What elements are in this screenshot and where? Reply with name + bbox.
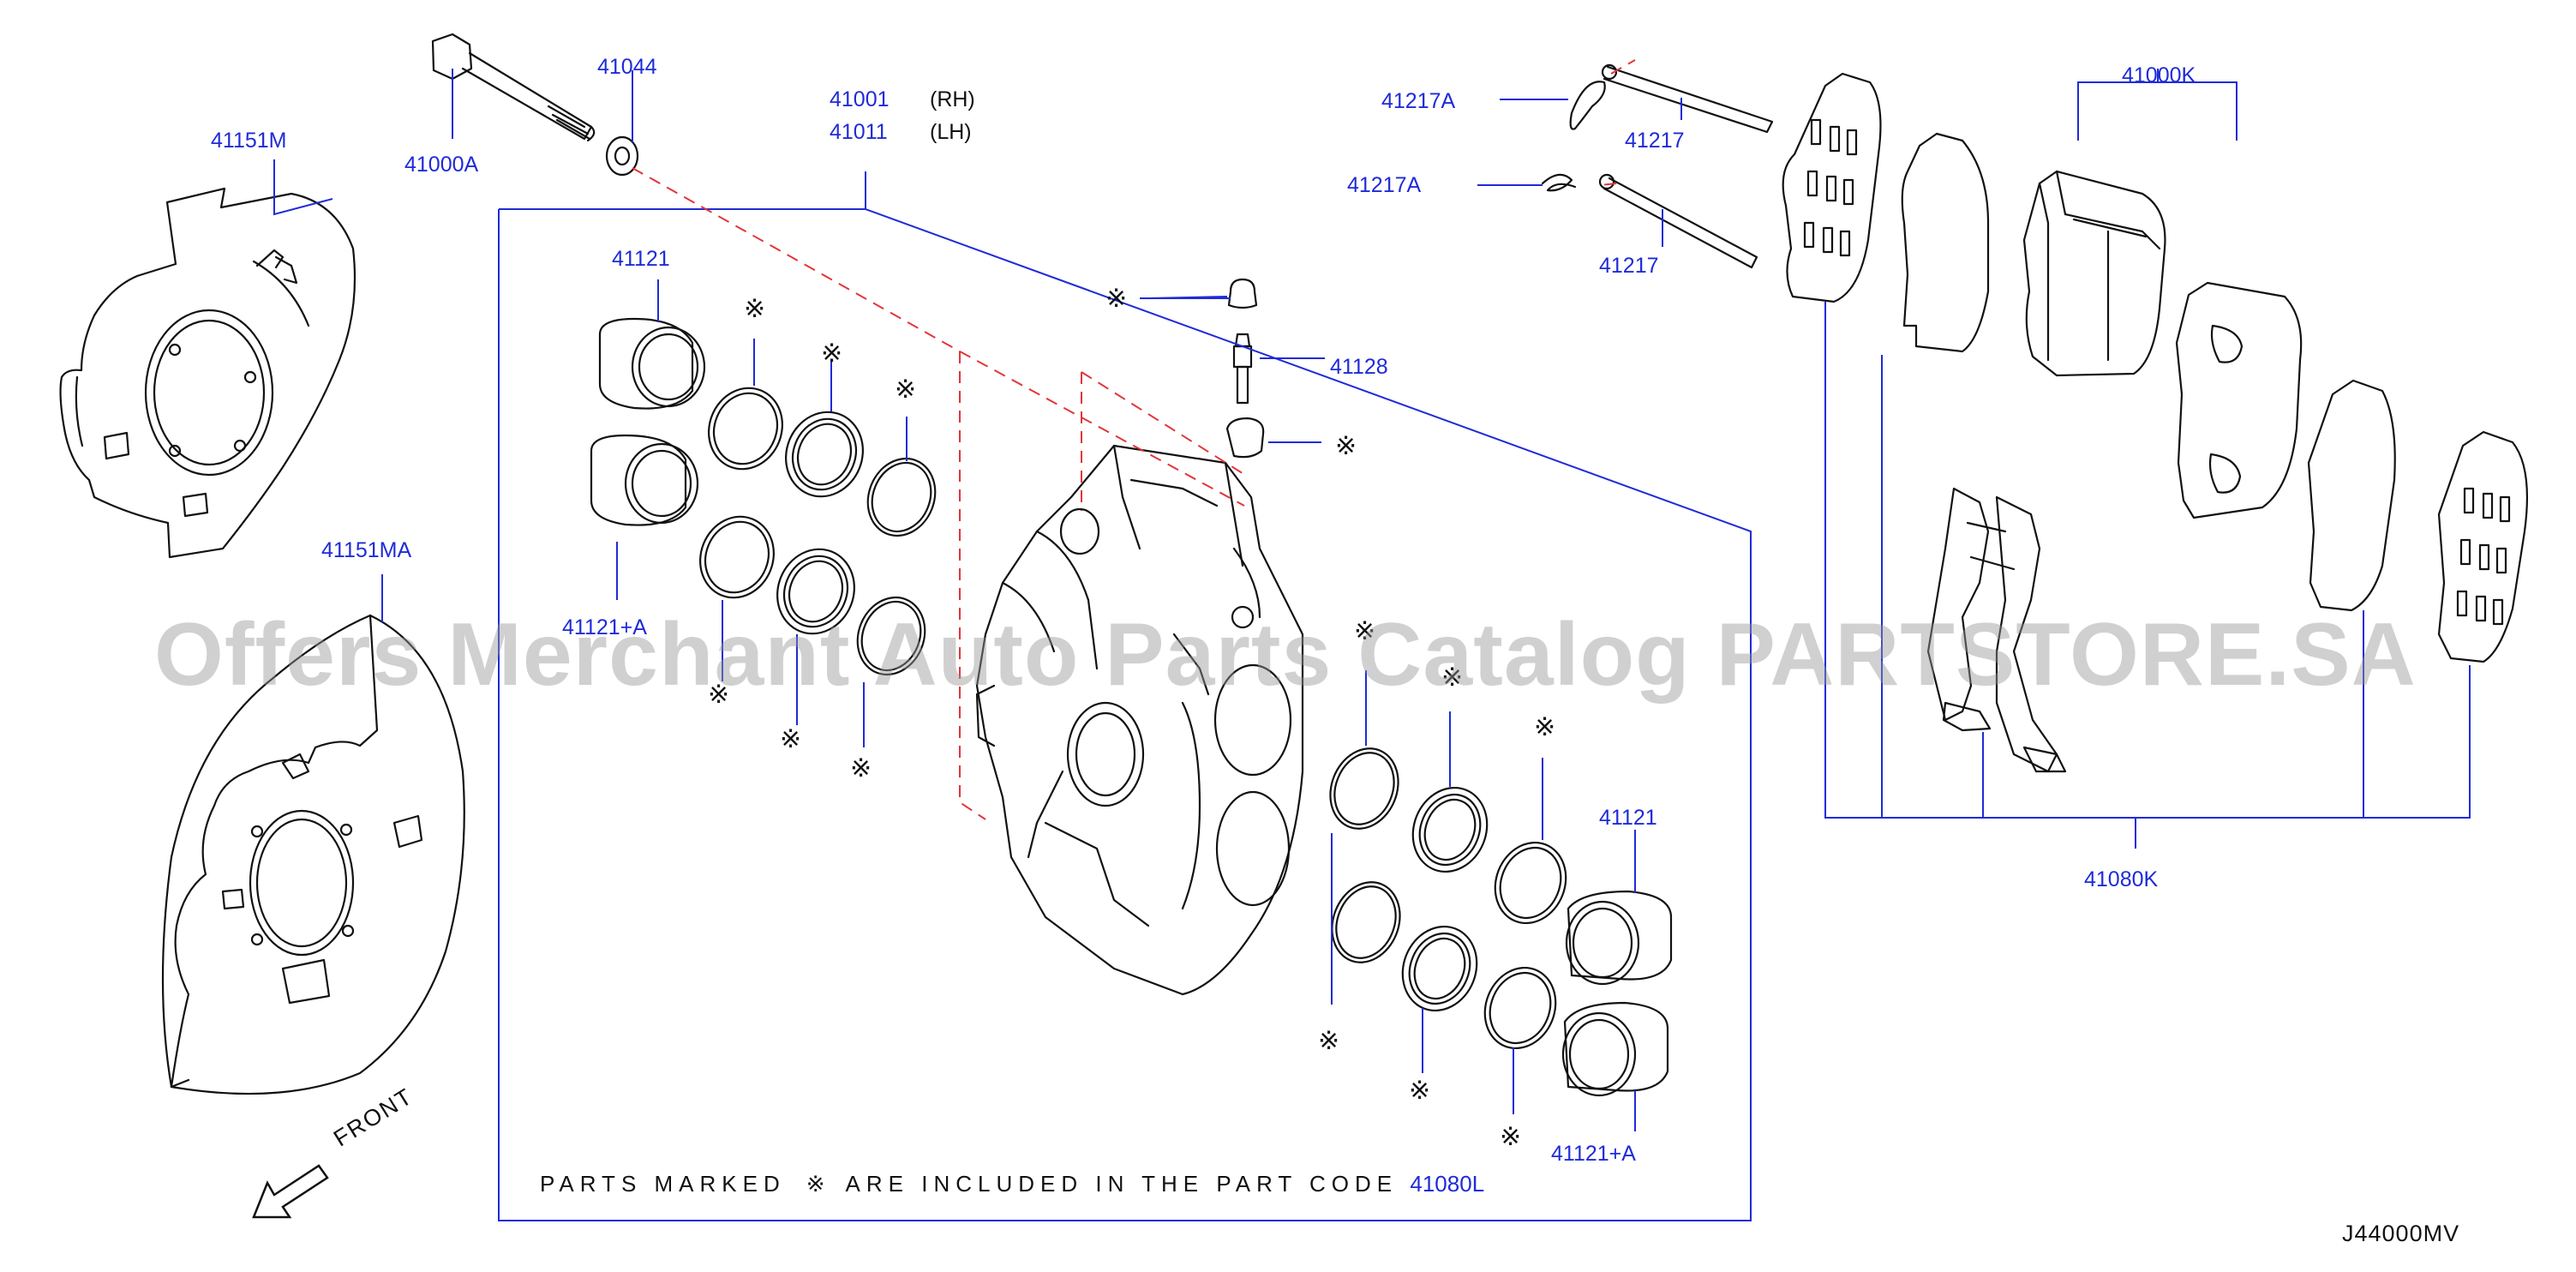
included-mark-13: ※: [1409, 1077, 1431, 1105]
included-mark-6: ※: [850, 754, 872, 783]
included-mark-12: ※: [1318, 1027, 1340, 1055]
callout-bleeder[interactable]: 41128: [1330, 355, 1388, 379]
callout-caliper-lh[interactable]: 41011: [830, 120, 888, 144]
alignment-lines: [632, 59, 1636, 820]
callout-hardware-kit[interactable]: 41080K: [2084, 867, 2159, 891]
front-arrow-icon: [252, 1164, 329, 1219]
included-mark-7: ※: [1105, 285, 1128, 313]
callout-piston-lower-left[interactable]: 41121+A: [562, 615, 647, 639]
bolt-drawing: [431, 33, 596, 142]
included-mark-8: ※: [1335, 432, 1357, 460]
included-mark-1: ※: [744, 295, 766, 323]
washer-drawing: [605, 135, 639, 177]
callout-splash-guard-lower[interactable]: 41151MA: [321, 538, 412, 562]
note-before: PARTS MARKED: [540, 1171, 786, 1197]
included-mark-9: ※: [1354, 617, 1376, 645]
callout-clip-upper[interactable]: 41217A: [1381, 89, 1456, 113]
callout-pin-lower[interactable]: 41217: [1599, 254, 1659, 278]
splash-guard-lower-drawing: [161, 614, 465, 1095]
splash-guard-upper-drawing: [59, 187, 356, 559]
caliper-lh-side: (LH): [930, 120, 972, 144]
included-mark-11: ※: [1534, 713, 1556, 741]
note-part-code[interactable]: 41080L: [1410, 1171, 1485, 1197]
callout-pad-kit[interactable]: 41000K: [2122, 63, 2196, 87]
pads-shims-drawing: [1782, 72, 2529, 663]
note-symbol: ※: [806, 1171, 825, 1197]
included-mark-14: ※: [1500, 1123, 1522, 1151]
callout-clip-lower[interactable]: 41217A: [1347, 173, 1422, 197]
included-mark-4: ※: [708, 681, 730, 709]
seals-right-drawing: [1329, 747, 1567, 1050]
callout-bolt[interactable]: 41000A: [404, 153, 479, 177]
bleeder-drawing: [1225, 278, 1265, 459]
included-mark-2: ※: [821, 339, 843, 368]
included-mark-3: ※: [895, 375, 917, 404]
diagram-code: J44000MV: [2342, 1221, 2460, 1246]
included-mark-5: ※: [780, 725, 802, 753]
caliper-body-drawing: [975, 444, 1304, 996]
included-mark-10: ※: [1441, 663, 1464, 692]
watermark: Offers Merchant Auto Parts Catalog PARTS…: [154, 605, 2417, 705]
callout-piston-upper-left[interactable]: 41121: [612, 247, 670, 271]
note-after: ARE INCLUDED IN THE PART CODE: [845, 1171, 1399, 1197]
callout-splash-guard-upper[interactable]: 41151M: [211, 129, 287, 153]
callout-pin-upper[interactable]: 41217: [1625, 129, 1685, 153]
pistons-left-drawing: [590, 317, 706, 526]
pistons-right-drawing: [1561, 890, 1673, 1097]
caliper-rh-side: (RH): [930, 87, 975, 111]
spring-hardware-drawing: [1926, 487, 2067, 773]
leader-lines: [273, 69, 2471, 1221]
callout-washer[interactable]: 41044: [597, 55, 657, 79]
callout-piston-lower-right[interactable]: 41121+A: [1551, 1142, 1636, 1166]
clips-pins-drawing: [1541, 63, 1774, 269]
seals-left-drawing: [699, 387, 937, 676]
callout-caliper-rh[interactable]: 41001: [830, 87, 890, 111]
callout-piston-upper-right[interactable]: 41121: [1599, 806, 1657, 830]
included-parts-note: PARTS MARKED ※ ARE INCLUDED IN THE PART CO…: [540, 1171, 1484, 1197]
